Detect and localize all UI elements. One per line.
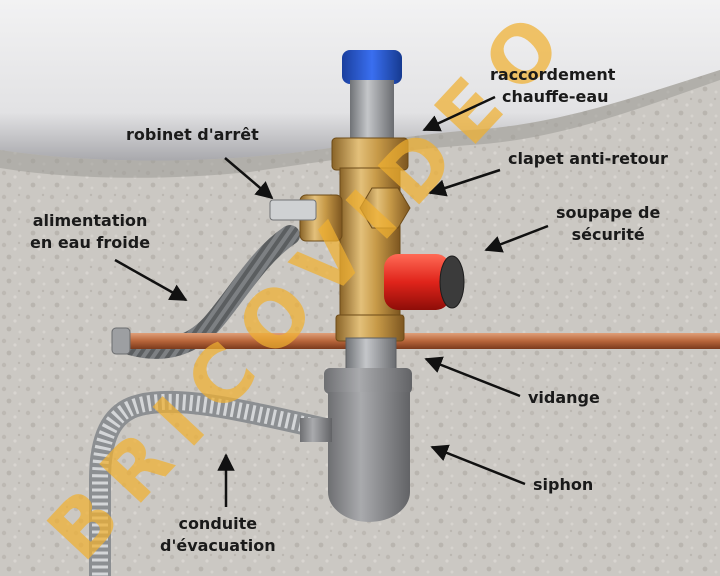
label-alimentation-line2: en eau froide <box>30 233 151 252</box>
arrow-vidange <box>424 356 521 398</box>
label-alimentation-line1: alimentation <box>32 211 148 230</box>
arrow-alimentation <box>114 258 188 302</box>
label-alimentation: alimentation en eau froide <box>30 210 150 254</box>
arrow-soupape <box>484 224 549 253</box>
label-vidange-line1: vidange <box>528 388 600 407</box>
brass-lower-nut <box>335 314 405 342</box>
label-raccordement-line2: chauffe-eau <box>502 87 609 106</box>
label-soupape-line1: soupape de <box>556 203 661 222</box>
label-siphon-line1: siphon <box>533 475 594 494</box>
label-clapet-line1: clapet anti-retour <box>508 149 668 168</box>
label-raccordement-line1: raccordement <box>490 65 616 84</box>
label-raccordement: raccordement chauffe-eau <box>490 64 615 108</box>
check-valve-plug <box>359 187 411 229</box>
label-conduite: conduite d'évacuation <box>160 513 276 557</box>
label-robinet: robinet d'arrêt <box>126 124 259 146</box>
siphon-cup-top <box>324 368 412 394</box>
label-vidange: vidange <box>528 387 600 409</box>
label-robinet-line1: robinet d'arrêt <box>126 125 259 144</box>
arrow-clapet <box>428 168 501 197</box>
siphon-side-outlet <box>300 418 332 442</box>
label-soupape-line2: sécurité <box>571 225 645 244</box>
label-siphon: siphon <box>533 474 593 496</box>
safety-valve-cap <box>384 254 450 310</box>
shutoff-valve-handle <box>269 199 317 221</box>
evacuation-hose-ribs <box>92 393 332 576</box>
siphon-bottom <box>328 462 410 522</box>
arrow-raccordement <box>422 95 496 132</box>
heater-connection-pipe <box>350 80 394 148</box>
arrow-robinet <box>224 157 274 200</box>
safety-valve-knob <box>439 255 465 309</box>
blue-drain-cap <box>342 50 402 84</box>
drain-outlet <box>345 337 397 371</box>
arrow-siphon <box>430 444 526 486</box>
copper-pipe <box>115 333 720 349</box>
label-soupape: soupape de sécurité <box>556 202 660 246</box>
label-conduite-line2: d'évacuation <box>160 536 276 555</box>
label-conduite-line1: conduite <box>178 514 258 533</box>
label-clapet: clapet anti-retour <box>508 148 668 170</box>
copper-pipe-fitting <box>111 327 131 355</box>
